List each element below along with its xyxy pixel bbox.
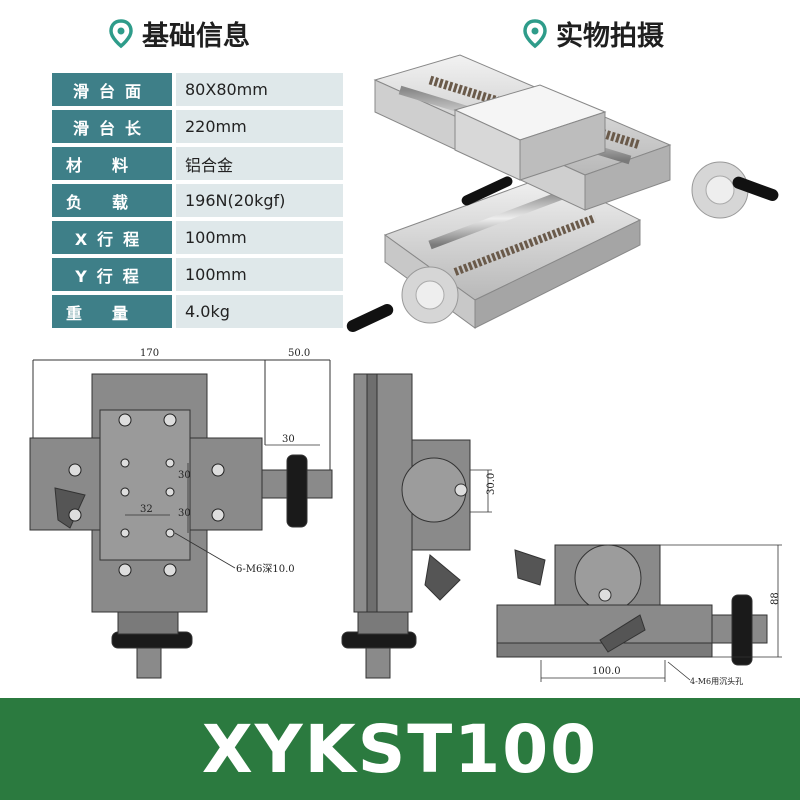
dim-30-top: 30 bbox=[282, 434, 295, 445]
spec-value: 4.0kg bbox=[176, 295, 343, 328]
dim-170: 170 bbox=[140, 348, 159, 359]
spec-value: 220mm bbox=[176, 110, 343, 143]
spec-label: 负载 bbox=[52, 184, 176, 217]
model-name: XYKST100 bbox=[201, 710, 599, 788]
spec-label: 重量 bbox=[52, 295, 176, 328]
spec-label: X行程 bbox=[52, 221, 176, 254]
basic-info-header: 基础信息 bbox=[108, 14, 250, 53]
note-m6: 6-M6深10.0 bbox=[236, 563, 295, 575]
spec-row: 材料铝合金 bbox=[52, 147, 343, 180]
location-pin-icon bbox=[109, 18, 133, 48]
dim-30-a: 30 bbox=[178, 470, 191, 481]
technical-drawing: 170 50.0 30 30 30 32 6-M6深10.0 30.0 bbox=[29, 348, 782, 686]
spec-value: 80X80mm bbox=[176, 73, 343, 106]
model-banner: XYKST100 bbox=[0, 698, 800, 800]
spec-label: 滑台长 bbox=[52, 110, 176, 143]
dim-30-side: 30.0 bbox=[486, 473, 497, 495]
dim-32: 32 bbox=[140, 504, 153, 515]
spec-label: 滑台面 bbox=[52, 73, 176, 106]
spec-label: Y行程 bbox=[52, 258, 176, 291]
bottom-view bbox=[496, 544, 768, 666]
front-view-holes bbox=[68, 413, 225, 577]
spec-value: 100mm bbox=[176, 258, 343, 291]
photo-title: 实物拍摄 bbox=[556, 21, 664, 52]
photo-header: 实物拍摄 bbox=[522, 14, 664, 53]
side-view bbox=[341, 373, 471, 679]
spec-value: 196N(20kgf) bbox=[176, 184, 343, 217]
location-pin-icon bbox=[523, 18, 547, 48]
dim-88: 88 bbox=[770, 592, 781, 605]
front-view bbox=[29, 359, 333, 679]
spec-label: 材料 bbox=[52, 147, 176, 180]
dim-30-b: 30 bbox=[178, 508, 191, 519]
dim-50: 50.0 bbox=[288, 348, 310, 359]
front-view-dims bbox=[125, 444, 320, 569]
product-photo bbox=[346, 54, 779, 333]
spec-value: 100mm bbox=[176, 221, 343, 254]
basic-info-title: 基础信息 bbox=[142, 21, 250, 52]
note-m6-counter: 4-M6用沉头孔 bbox=[690, 676, 743, 686]
spec-value: 铝合金 bbox=[176, 147, 343, 180]
dim-100: 100.0 bbox=[592, 666, 621, 677]
